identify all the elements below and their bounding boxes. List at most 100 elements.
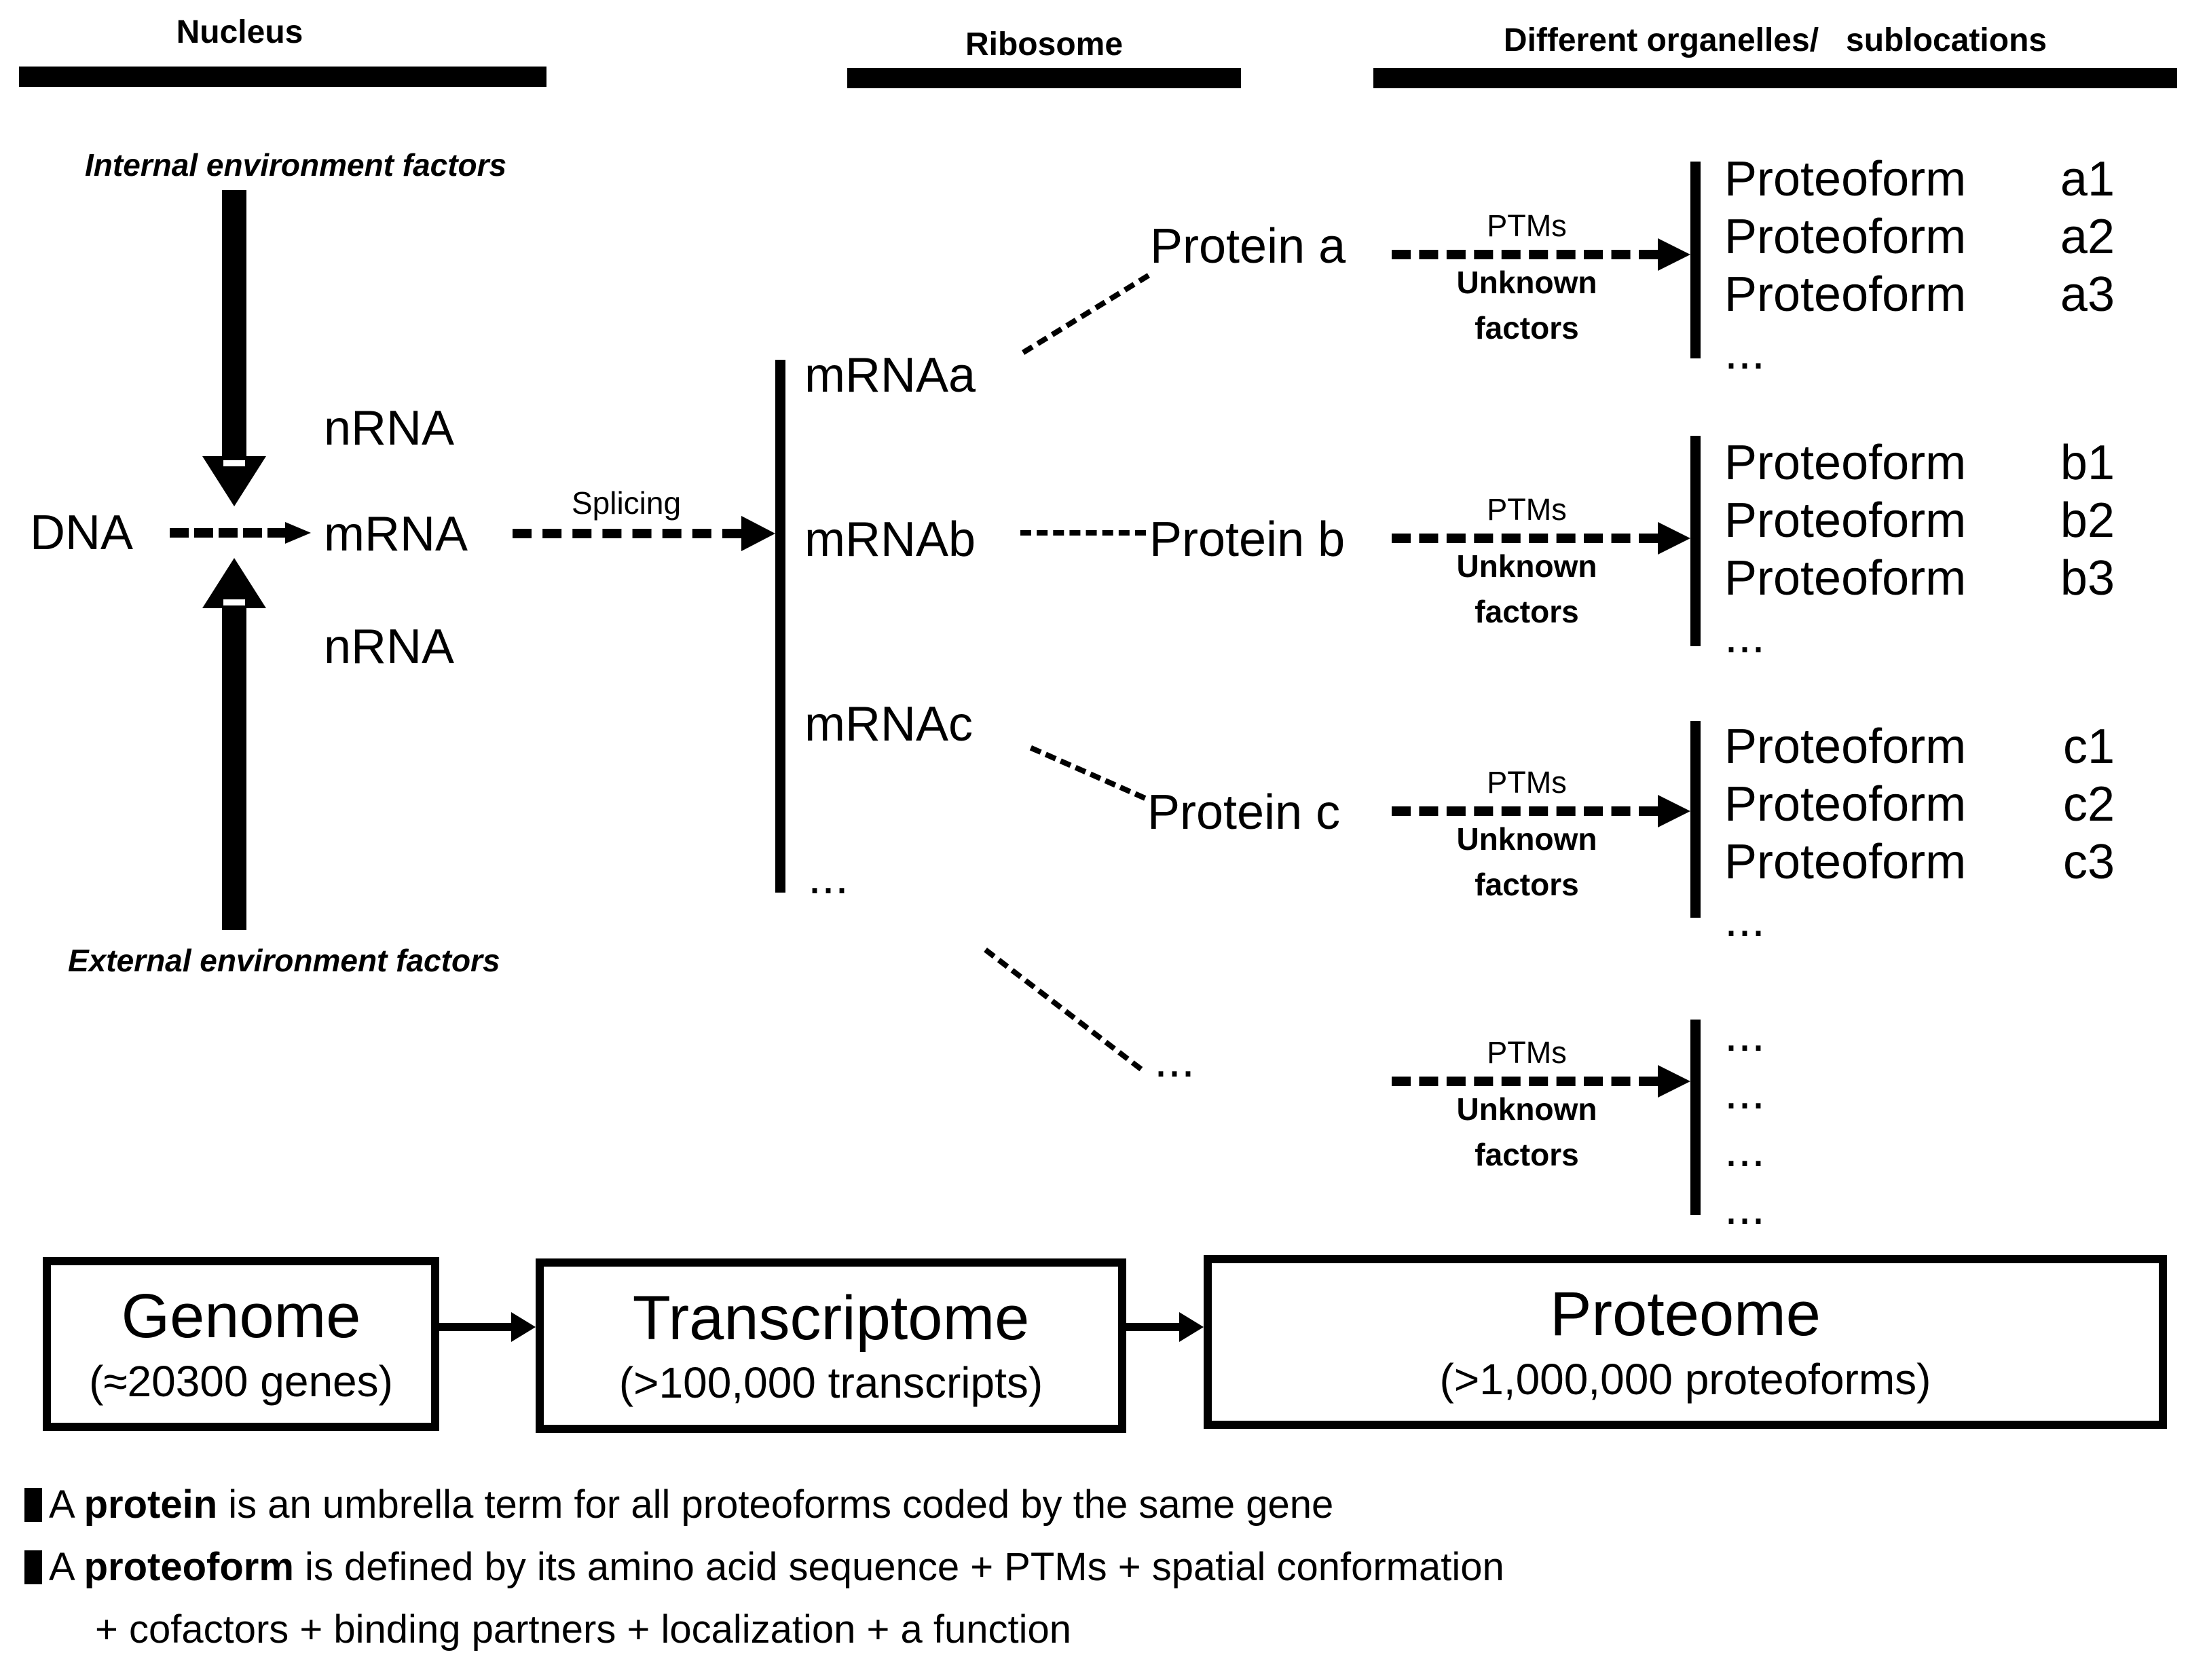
ptms-arrow-b xyxy=(1392,534,1658,543)
proteoform-bar-b xyxy=(1690,436,1701,646)
connector-more-proteins xyxy=(984,948,1143,1072)
external-factors-label: External environment factors xyxy=(68,943,500,978)
note-proteoform-definition: A proteoform is defined by its amino aci… xyxy=(24,1545,1504,1590)
proteome-subtitle: (>1,000,000 proteoforms) xyxy=(1439,1354,1931,1404)
factors-label-c: factors xyxy=(1475,867,1579,902)
protein-c-label: Protein c xyxy=(1147,785,1341,840)
internal-factors-label: Internal environment factors xyxy=(85,147,507,183)
proteoform-row: Proteoform c2 xyxy=(1724,776,2115,834)
proteoform-name: Proteoform xyxy=(1724,436,1967,490)
nrna-top-label: nRNA xyxy=(324,401,455,455)
transcriptome-subtitle: (>100,000 transcripts) xyxy=(618,1358,1043,1408)
proteoform-id: b2 xyxy=(2060,493,2115,548)
proteoform-row: Proteoform c3 xyxy=(1724,834,2115,891)
proteoform-ellipsis: ... xyxy=(1724,1007,1766,1062)
ptms-arrowhead-c-icon xyxy=(1658,795,1690,827)
proteoform-id: a2 xyxy=(2060,210,2115,264)
note-bold-term: proteoform xyxy=(84,1545,294,1589)
proteoform-ellipsis: ... xyxy=(1724,893,1766,947)
proteoform-list-b: Proteoform b1 Proteoform b2 Proteoform b… xyxy=(1724,434,2115,665)
mrna-label: mRNA xyxy=(324,507,468,561)
transcript-ellipsis: ... xyxy=(808,850,849,904)
internal-factors-arrow-shaft xyxy=(222,190,246,456)
proteoform-list-c: Proteoform c1 Proteoform c2 Proteoform c… xyxy=(1724,718,2115,949)
proteoform-ellipsis: ... xyxy=(1724,1123,1766,1177)
proteoform-name: Proteoform xyxy=(1724,720,1967,774)
ptms-label-b: PTMs xyxy=(1487,492,1567,527)
organelles-header-bar xyxy=(1373,68,2177,88)
note-text: + cofactors + binding partners + localiz… xyxy=(95,1607,1071,1651)
splicing-label: Splicing xyxy=(571,485,682,521)
unknown-label-a: Unknown xyxy=(1456,265,1597,300)
proteoform-name: Proteoform xyxy=(1724,551,1967,605)
proteoform-row: Proteoform b1 xyxy=(1724,434,2115,492)
nucleus-header-label: Nucleus xyxy=(176,14,303,50)
ptms-label-a: PTMs xyxy=(1487,208,1567,243)
genome-box: Genome (≈20300 genes) xyxy=(43,1257,439,1431)
proteoform-id: b3 xyxy=(2060,551,2115,605)
proteoform-name: Proteoform xyxy=(1724,835,1967,889)
ptms-arrowhead-b-icon xyxy=(1658,522,1690,555)
proteoform-list-d: ... ... ... ... xyxy=(1724,1006,1765,1237)
factors-label-d: factors xyxy=(1475,1137,1579,1172)
splicing-arrow xyxy=(513,529,741,538)
external-arrow-notch xyxy=(223,599,245,605)
proteoform-list-a: Proteoform a1 Proteoform a2 Proteoform a… xyxy=(1724,151,2115,381)
genome-title: Genome xyxy=(121,1282,361,1351)
nucleus-header-bar xyxy=(19,67,546,87)
proteoform-id: c1 xyxy=(2062,720,2115,774)
note-proteoform-continuation: + cofactors + binding partners + localiz… xyxy=(95,1607,1071,1653)
unknown-label-c: Unknown xyxy=(1456,821,1597,857)
proteoform-ellipsis: ... xyxy=(1724,609,1766,663)
ribosome-header-label: Ribosome xyxy=(965,26,1124,62)
transcriptome-arrowhead-icon xyxy=(1179,1312,1204,1342)
ptms-label-d: PTMs xyxy=(1487,1035,1567,1070)
transcript-column-bar xyxy=(775,360,785,893)
transcriptome-title: Transcriptome xyxy=(632,1283,1030,1353)
bullet-square-icon xyxy=(24,1488,42,1522)
transcriptome-arrow-shaft xyxy=(1126,1323,1181,1331)
proteoform-bar-d xyxy=(1690,1020,1701,1215)
transcript-mrnab-label: mRNAb xyxy=(804,512,976,567)
note-text: is defined by its amino acid sequence + … xyxy=(293,1545,1504,1589)
proteoform-row: Proteoform b3 xyxy=(1724,550,2115,608)
genome-subtitle: (≈20300 genes) xyxy=(89,1356,393,1406)
proteoform-name: Proteoform xyxy=(1724,777,1967,832)
proteoform-name: Proteoform xyxy=(1724,210,1967,264)
connector-mrnaa-protein-a xyxy=(1022,273,1151,355)
proteome-title: Proteome xyxy=(1550,1280,1821,1349)
note-bold-term: protein xyxy=(84,1482,218,1527)
proteoform-row: Proteoform a3 xyxy=(1724,266,2115,324)
transcript-mrnac-label: mRNAc xyxy=(804,697,973,751)
connector-mrnab-protein-b xyxy=(1020,530,1146,536)
proteoform-ellipsis: ... xyxy=(1724,1065,1766,1119)
proteoform-id: c2 xyxy=(2062,777,2115,832)
note-protein-definition: A protein is an umbrella term for all pr… xyxy=(24,1482,1333,1528)
proteoform-id: a1 xyxy=(2060,152,2115,206)
ptms-arrow-d xyxy=(1392,1077,1658,1086)
ptms-arrowhead-a-icon xyxy=(1658,238,1690,271)
proteoform-id: a3 xyxy=(2060,267,2115,322)
note-text: A xyxy=(49,1482,84,1527)
note-text: A xyxy=(49,1545,84,1589)
proteome-box: Proteome (>1,000,000 proteoforms) xyxy=(1204,1255,2167,1429)
bullet-square-icon xyxy=(24,1550,42,1584)
proteoform-ellipsis: ... xyxy=(1724,325,1766,379)
nrna-bottom-label: nRNA xyxy=(324,620,455,674)
ptms-arrow-c xyxy=(1392,806,1658,816)
proteoform-name: Proteoform xyxy=(1724,267,1967,322)
ptms-arrowhead-d-icon xyxy=(1658,1065,1690,1098)
dna-to-mrna-arrow xyxy=(170,528,286,538)
factors-label-b: factors xyxy=(1475,594,1579,629)
protein-a-label: Protein a xyxy=(1150,219,1346,274)
proteoform-name: Proteoform xyxy=(1724,152,1967,206)
organelles-header-label: Different organelles/ sublocations xyxy=(1503,22,2047,58)
proteoform-ellipsis: ... xyxy=(1724,1180,1766,1235)
genome-arrow-shaft xyxy=(439,1323,513,1331)
genome-arrowhead-icon xyxy=(511,1312,536,1342)
ptms-label-c: PTMs xyxy=(1487,765,1567,800)
transcriptome-box: Transcriptome (>100,000 transcripts) xyxy=(536,1258,1126,1433)
proteoform-id: b1 xyxy=(2060,436,2115,490)
protein-more-ellipsis: ... xyxy=(1154,1033,1195,1087)
